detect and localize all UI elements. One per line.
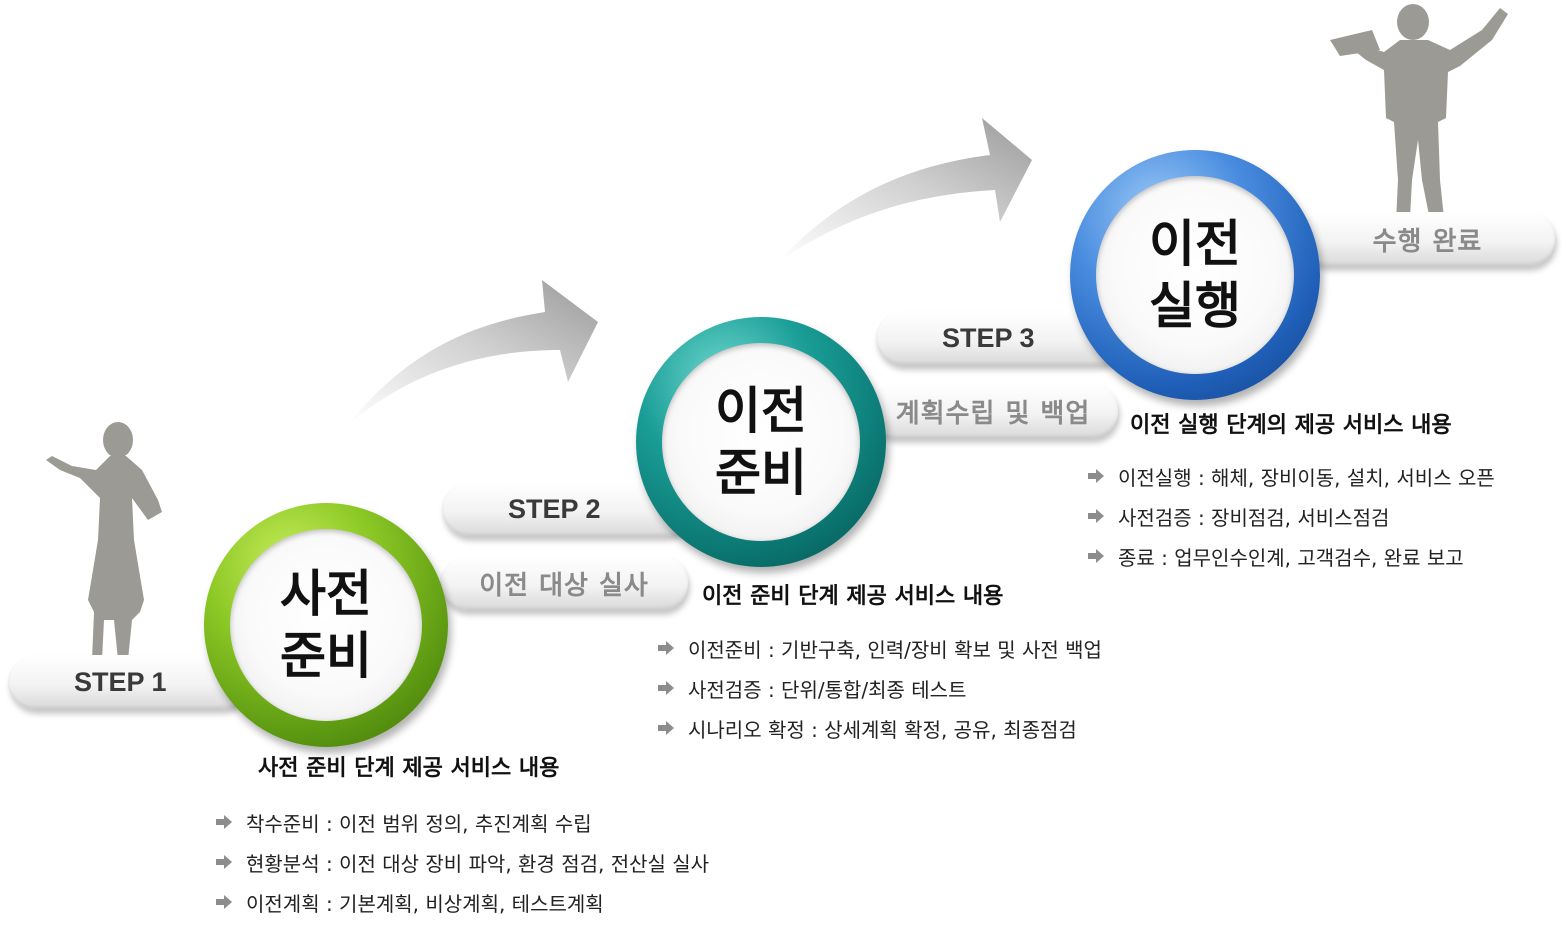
- arrow-icon: [1088, 549, 1104, 563]
- list-item: 이전계획 : 기본계획, 비상계획, 테스트계획: [216, 882, 709, 922]
- step3-label: STEP 3: [942, 322, 1035, 353]
- person-celebrating-icon: [1330, 4, 1508, 222]
- step1-item-list: 착수준비 : 이전 범위 정의, 추진계획 수립 현황분석 : 이전 대상 장비…: [216, 802, 709, 922]
- curved-arrow-icon: [348, 280, 598, 425]
- step2-sublabel: 계획수립 및 백업: [895, 398, 1091, 429]
- list-item: 현황분석 : 이전 대상 장비 파악, 환경 점검, 전산실 실사: [216, 842, 709, 882]
- step1-title-line2: 준비: [280, 627, 372, 685]
- step3-pill: STEP 3: [876, 311, 1124, 365]
- step3-title-line1: 이전: [1149, 215, 1241, 273]
- step1-ring: 사전 준비: [204, 503, 448, 747]
- step1-label: STEP 1: [74, 666, 167, 697]
- step3-title-line2: 실행: [1149, 277, 1241, 335]
- arrow-icon: [216, 815, 232, 829]
- arrow-icon: [1088, 469, 1104, 483]
- step2-label: STEP 2: [508, 493, 601, 524]
- step2-title-line1: 이전: [715, 382, 807, 440]
- step3-item-list: 이전실행 : 해체, 장비이동, 설치, 서비스 오픈 사전검증 : 장비점검,…: [1088, 456, 1495, 576]
- list-item: 시나리오 확정 : 상세계획 확정, 공유, 최종점검: [658, 708, 1102, 748]
- step2-section-title: 이전 준비 단계 제공 서비스 내용: [702, 584, 1004, 609]
- step3-sublabel-pill: 수행 완료: [1300, 212, 1555, 266]
- step1-sublabel-pill: 이전 대상 실사: [440, 556, 688, 610]
- step3-ring: 이전 실행: [1070, 150, 1320, 400]
- step2-pill: STEP 2: [442, 482, 692, 536]
- list-item: 착수준비 : 이전 범위 정의, 추진계획 수립: [216, 802, 709, 842]
- arrow-icon: [658, 721, 674, 735]
- step2-title-line2: 준비: [715, 444, 807, 502]
- step3-sublabel: 수행 완료: [1372, 226, 1483, 257]
- arrow-icon: [1088, 509, 1104, 523]
- list-item: 이전준비 : 기반구축, 인력/장비 확보 및 사전 백업: [658, 628, 1102, 668]
- list-item: 종료 : 업무인수인계, 고객검수, 완료 보고: [1088, 536, 1495, 576]
- step2-ring: 이전 준비: [636, 317, 886, 567]
- step1-section-title: 사전 준비 단계 제공 서비스 내용: [258, 756, 560, 781]
- step3-section-title: 이전 실행 단계의 제공 서비스 내용: [1130, 413, 1452, 438]
- list-item: 이전실행 : 해체, 장비이동, 설치, 서비스 오픈: [1088, 456, 1495, 496]
- arrow-icon: [216, 895, 232, 909]
- arrow-icon: [216, 855, 232, 869]
- person-silhouette-icon: [46, 422, 162, 660]
- curved-arrow-icon: [778, 118, 1032, 262]
- arrow-icon: [658, 641, 674, 655]
- step2-sublabel-pill: 계획수립 및 백업: [868, 384, 1118, 438]
- list-item: 사전검증 : 단위/통합/최종 테스트: [658, 668, 1102, 708]
- step1-title-line1: 사전: [280, 565, 372, 623]
- step2-item-list: 이전준비 : 기반구축, 인력/장비 확보 및 사전 백업 사전검증 : 단위/…: [658, 628, 1102, 748]
- step1-sublabel: 이전 대상 실사: [479, 570, 649, 601]
- step1-pill: STEP 1: [8, 655, 248, 709]
- list-item: 사전검증 : 장비점검, 서비스점검: [1088, 496, 1495, 536]
- arrow-icon: [658, 681, 674, 695]
